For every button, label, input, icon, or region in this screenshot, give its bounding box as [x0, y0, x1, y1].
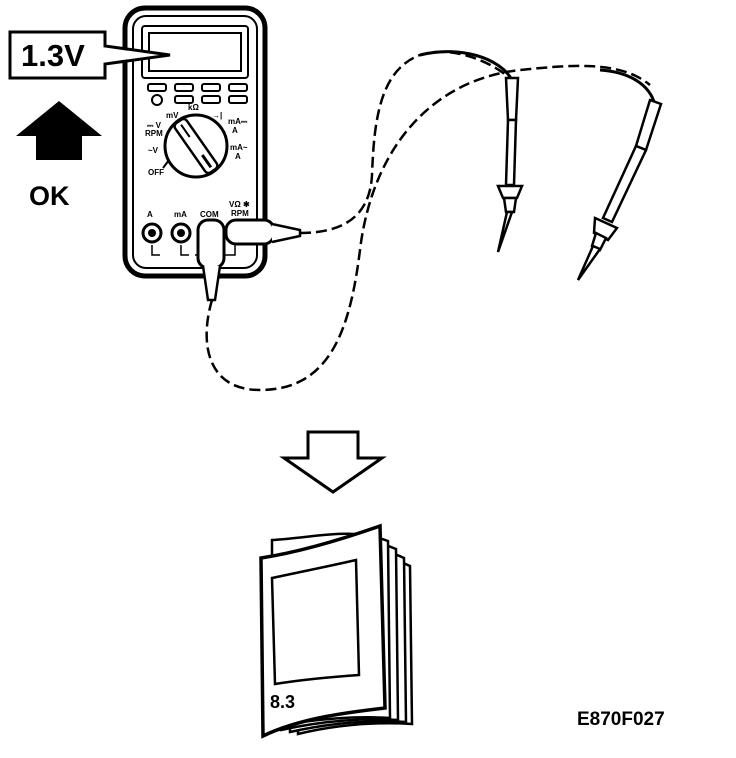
meter-button[interactable] — [201, 83, 221, 92]
manual-section-number: 8.3 — [270, 692, 295, 712]
meter-reading-value: 1.3V — [21, 38, 85, 73]
input-jacks — [141, 222, 236, 256]
multimeter-inner-bezel — [132, 15, 258, 269]
manual-cover-window — [270, 558, 361, 686]
dial-label-v-ac: ~V — [148, 146, 159, 155]
test-probe-left[interactable] — [419, 50, 524, 253]
meter-display — [148, 32, 242, 72]
service-manual[interactable]: 8.3 — [259, 523, 414, 739]
v-ohm-test-lead — [224, 50, 513, 246]
dial-label-diode: →| — [212, 111, 222, 120]
meter-button[interactable] — [228, 83, 248, 92]
dial-label-off: OFF — [148, 168, 164, 177]
ok-label: OK — [29, 181, 70, 211]
test-probe-right[interactable] — [576, 68, 663, 281]
down-arrow-icon — [279, 430, 387, 494]
ok-indicator: OK — [16, 101, 102, 211]
com-lead-wire — [205, 64, 651, 392]
meter-round-button[interactable] — [151, 94, 163, 106]
multimeter: mV kΩ →| ⎓ V RPM mA⎓ A ~V mA~ A OFF A mA… — [122, 5, 268, 279]
v-ohm-plug[interactable] — [224, 218, 276, 246]
dial-label-a-dc: A — [232, 126, 238, 135]
meter-button[interactable] — [147, 83, 167, 92]
reading-callout: 1.3V — [8, 30, 171, 80]
dial-label-rpm: RPM — [145, 129, 163, 138]
meter-buttons — [147, 83, 248, 106]
meter-button[interactable] — [174, 95, 194, 104]
jack-label-a: A — [147, 210, 153, 219]
up-arrow-icon — [16, 101, 102, 160]
meter-button[interactable] — [201, 95, 221, 104]
dial-label-mv: mV — [166, 111, 179, 120]
jack-label-ma: mA — [174, 210, 187, 219]
dial-label-ohm: kΩ — [188, 103, 199, 112]
dial-label-ma-dc: mA⎓ — [228, 117, 248, 126]
callout-bubble — [8, 30, 171, 80]
dial-labels: mV kΩ →| ⎓ V RPM mA⎓ A ~V mA~ A OFF — [145, 103, 248, 177]
jack-label-com: COM — [200, 210, 219, 219]
figure-code: E870F027 — [577, 709, 665, 730]
rotary-dial[interactable] — [162, 113, 229, 179]
v-ohm-lead-wire — [299, 50, 513, 235]
com-plug[interactable] — [196, 218, 226, 270]
com-test-lead — [196, 64, 651, 392]
meter-button[interactable] — [174, 83, 194, 92]
meter-button[interactable] — [228, 95, 248, 104]
dial-label-ma-ac: mA~ — [230, 143, 248, 152]
dial-label-a-ac: A — [235, 152, 241, 161]
jack-label-rpm: RPM — [231, 209, 249, 218]
jack-labels: A mA COM VΩ ✱ RPM — [147, 200, 250, 219]
dial-label-v-dc: ⎓ V — [147, 121, 162, 130]
jack-label-v-ohm: VΩ ✱ — [229, 200, 250, 209]
